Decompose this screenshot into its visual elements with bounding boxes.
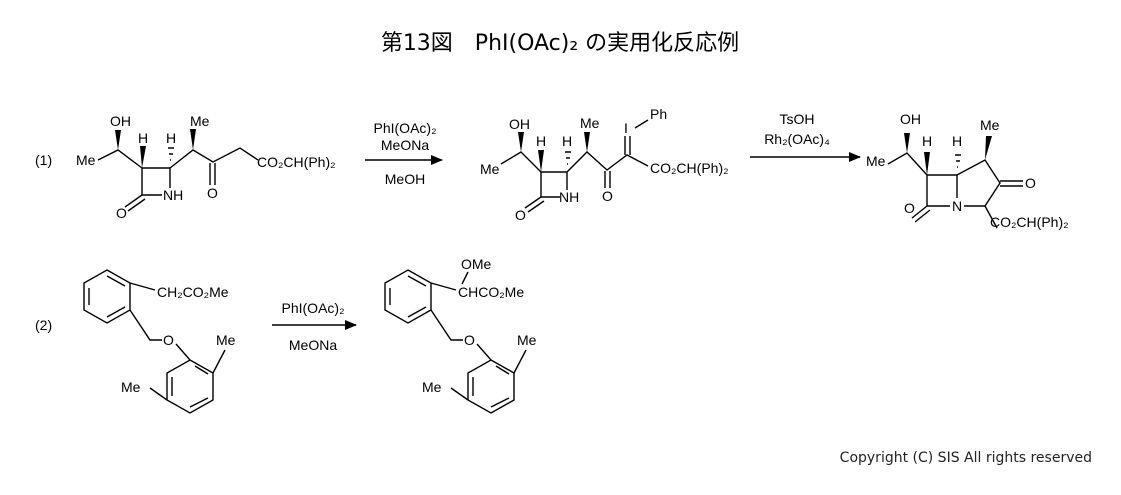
side-chain-label: CHCO₂Me <box>458 284 524 300</box>
o-label: O <box>1025 175 1036 191</box>
me-label: Me <box>216 332 236 348</box>
h-label: H <box>952 133 962 149</box>
ester-label: CO₂CH(Ph)₂ <box>650 160 729 176</box>
hash-bond <box>168 147 174 161</box>
o-label: O <box>515 207 526 223</box>
arrow-step-1: PhI(OAc)₂ MeONa MeOH <box>365 120 443 187</box>
intermediate-iodonium-ylide: OH Me H H Me NH O O I Ph CO₂CH(Ph)₂ <box>480 106 729 223</box>
arrow-reaction-2: PhI(OAc)₂ MeONa <box>272 300 357 353</box>
ester-label: CO₂CH(Ph)₂ <box>257 154 336 170</box>
n-label: N <box>952 198 962 214</box>
reagent-label: MeONa <box>381 137 429 153</box>
reaction-2-label: (2) <box>35 317 52 333</box>
nh-label: NH <box>559 189 579 205</box>
o-label: O <box>116 205 127 221</box>
o-label: O <box>207 185 218 201</box>
starting-material-1: OH Me H H Me NH O O CO₂CH(Ph)₂ <box>76 113 336 221</box>
iodine-label: I <box>624 120 628 136</box>
solvent-label: MeOH <box>385 171 425 187</box>
oh-label: OH <box>110 113 131 129</box>
me-label: Me <box>517 332 537 348</box>
h-label: H <box>536 133 546 149</box>
starting-material-2: CH₂CO₂Me O Me Me <box>83 269 236 414</box>
wedge-bond <box>140 146 146 168</box>
reaction-1-label: (1) <box>35 152 52 168</box>
carbapenam-product: OH Me H H Me N O O CO₂CH(Ph)₂ <box>866 111 1069 230</box>
reagent-label: PhI(OAc)₂ <box>374 120 437 136</box>
me-label: Me <box>190 113 210 129</box>
h-label: H <box>166 130 176 146</box>
ester-label: CO₂CH(Ph)₂ <box>990 214 1069 230</box>
me-label: Me <box>980 117 1000 133</box>
o-label: O <box>602 188 613 204</box>
o-label: O <box>163 332 174 348</box>
h-label: H <box>562 133 572 149</box>
figure-title: 第13図 PhI(OAc)₂ の実用化反応例 <box>381 31 739 56</box>
oh-label: OH <box>900 111 921 127</box>
o-label: O <box>904 200 915 216</box>
ph-label: Ph <box>650 106 667 122</box>
me-label: Me <box>866 153 886 169</box>
reagent-label: MeONa <box>289 337 337 353</box>
h-label: H <box>138 130 148 146</box>
arrow-step-2: TsOH Rh₂(OAc)₄ <box>750 111 861 162</box>
reagent-label: TsOH <box>780 111 815 127</box>
oh-label: OH <box>509 116 530 132</box>
reagent-label: Rh₂(OAc)₄ <box>764 131 830 147</box>
copyright-notice: Copyright (C) SIS All rights reserved <box>840 450 1092 466</box>
side-chain-label: CH₂CO₂Me <box>157 284 229 300</box>
me-label: Me <box>422 379 442 395</box>
h-label: H <box>922 133 932 149</box>
product-2: OMe CHCO₂Me O Me Me <box>384 256 537 414</box>
me-label: Me <box>480 161 500 177</box>
me-label: Me <box>580 115 600 131</box>
reagent-label: PhI(OAc)₂ <box>282 300 345 316</box>
me-label: Me <box>76 152 96 168</box>
nh-label: NH <box>163 187 183 203</box>
ome-label: OMe <box>461 256 492 272</box>
me-label: Me <box>121 379 141 395</box>
o-label: O <box>464 332 475 348</box>
